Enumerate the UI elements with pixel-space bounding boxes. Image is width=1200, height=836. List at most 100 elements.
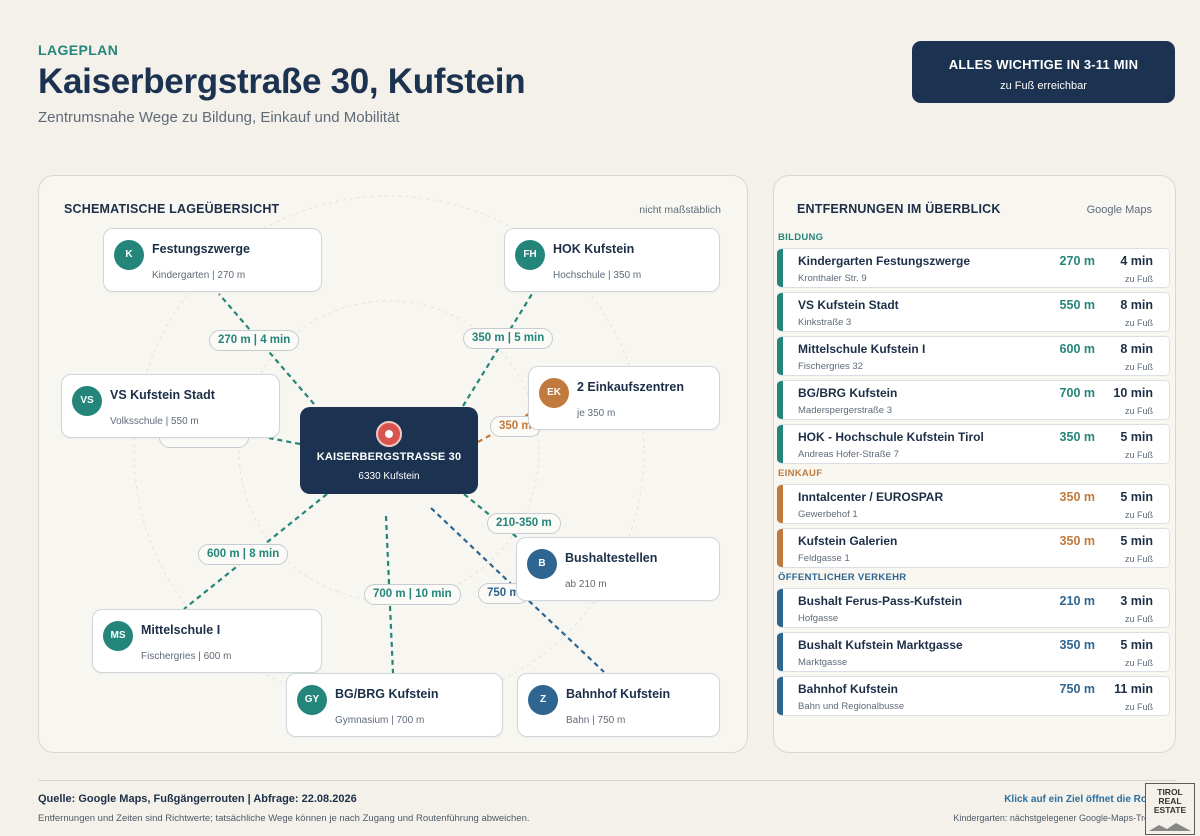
destination-distance: 350 m xyxy=(1059,534,1095,548)
footer-source: Quelle: Google Maps, Fußgängerrouten | A… xyxy=(38,793,357,805)
page-title: Kaiserbergstraße 30, Kufstein xyxy=(38,62,526,101)
category-label-verkehr: ÖFFENTLICHER VERKEHR xyxy=(778,572,907,583)
table-source: Google Maps xyxy=(1086,204,1152,216)
mittelschule-badge-icon: MS xyxy=(103,621,133,651)
banner-subtitle: zu Fuß erreichbar xyxy=(1000,80,1087,92)
destination-node-hochschule[interactable]: FH HOK Kufstein Hochschule | 350 m xyxy=(504,228,720,292)
node-subtitle: Hochschule | 350 m xyxy=(553,270,642,281)
destination-distance: 270 m xyxy=(1059,254,1095,268)
distance-row[interactable]: Mittelschule Kufstein I Fischergries 32 60… xyxy=(777,336,1170,376)
banner-title: ALLES WICHTIGE IN 3-11 MIN xyxy=(948,57,1139,72)
map-heading: SCHEMATISCHE LAGEÜBERSICHT xyxy=(64,202,280,216)
category-color-bar xyxy=(777,485,783,523)
destination-node-bushaltestellen[interactable]: B Bushaltestellen ab 210 m xyxy=(516,537,720,601)
category-color-bar xyxy=(777,249,783,287)
destination-distance: 750 m xyxy=(1059,682,1095,696)
route-label-fh: 350 m | 5 min xyxy=(463,328,554,349)
destination-node-bahnhof[interactable]: Z Bahnhof Kufstein Bahn | 750 m xyxy=(517,673,720,737)
category-color-bar xyxy=(777,677,783,715)
destination-address: Bahn und Regionalbusse xyxy=(798,701,905,712)
category-color-bar xyxy=(777,529,783,567)
walking-time: 8 min xyxy=(1120,298,1153,312)
destination-node-volksschule[interactable]: VS VS Kufstein Stadt Volksschule | 550 m xyxy=(61,374,280,438)
travel-mode: zu Fuß xyxy=(1124,702,1153,712)
page-subtitle: Zentrumsnahe Wege zu Bildung, Einkauf un… xyxy=(38,109,400,126)
table-heading: ENTFERNUNGEN IM ÜBERBLICK xyxy=(797,202,1001,216)
category-color-bar xyxy=(777,293,783,331)
destination-name: Bushalt Ferus-Pass-Kufstein xyxy=(798,594,963,608)
travel-mode: zu Fuß xyxy=(1124,450,1153,460)
schematic-map-panel: SCHEMATISCHE LAGEÜBERSICHT nicht maßstäb… xyxy=(38,175,748,753)
destination-name: Mittelschule Kufstein I xyxy=(798,342,926,356)
destination-distance: 210 m xyxy=(1059,594,1095,608)
node-subtitle: Volksschule | 550 m xyxy=(110,416,199,427)
node-name: 2 Einkaufszentren xyxy=(577,380,684,394)
destination-distance: 350 m xyxy=(1059,638,1095,652)
destination-node-einkaufszentren[interactable]: EK 2 Einkaufszentren je 350 m xyxy=(528,366,720,430)
hochschule-badge-icon: FH xyxy=(515,240,545,270)
walking-time: 11 min xyxy=(1114,682,1153,696)
walking-time-banner: ALLES WICHTIGE IN 3-11 MIN zu Fuß erreic… xyxy=(912,41,1175,103)
travel-mode: zu Fuß xyxy=(1124,554,1153,564)
category-color-bar xyxy=(777,337,783,375)
destination-name: Bushalt Kufstein Marktgasse xyxy=(798,638,963,652)
distance-overview-panel: ENTFERNUNGEN IM ÜBERBLICK Google Maps BI… xyxy=(773,175,1176,753)
walking-time: 3 min xyxy=(1120,594,1153,608)
destination-node-mittelschule[interactable]: MS Mittelschule I Fischergries | 600 m xyxy=(92,609,322,673)
walking-time: 5 min xyxy=(1120,430,1153,444)
walking-time: 5 min xyxy=(1120,490,1153,504)
property-postcode: 6330 Kufstein xyxy=(358,471,420,482)
footer-divider xyxy=(38,780,1176,781)
walking-time: 5 min xyxy=(1120,534,1153,548)
kindergarten-badge-icon: K xyxy=(114,240,144,270)
route-label-gy: 700 m | 10 min xyxy=(364,584,461,605)
train-badge-icon: Z xyxy=(528,685,558,715)
company-logo: TIROL REAL ESTATE xyxy=(1145,783,1195,835)
category-color-bar xyxy=(777,589,783,627)
page-kicker: LAGEPLAN xyxy=(38,42,119,58)
map-scale-note: nicht maßstäblich xyxy=(639,204,721,216)
destination-address: Fischergries 32 xyxy=(798,361,863,372)
route-line-gy xyxy=(384,515,395,674)
category-color-bar xyxy=(777,633,783,671)
travel-mode: zu Fuß xyxy=(1124,614,1153,624)
footer-click-hint: Klick auf ein Ziel öffnet die Route xyxy=(1004,794,1162,805)
node-name: BG/BRG Kufstein xyxy=(335,687,439,701)
footer-kindergarten-note: Kindergarten: nächstgelegener Google-Map… xyxy=(953,813,1162,823)
travel-mode: zu Fuß xyxy=(1124,510,1153,520)
gymnasium-badge-icon: GY xyxy=(297,685,327,715)
destination-name: Bahnhof Kufstein xyxy=(798,682,898,696)
destination-node-kindergarten[interactable]: K Festungszwerge Kindergarten | 270 m xyxy=(103,228,322,292)
destination-address: Feldgasse 1 xyxy=(798,553,850,564)
bus-badge-icon: B xyxy=(527,549,557,579)
destination-distance: 600 m xyxy=(1059,342,1095,356)
node-subtitle: Kindergarten | 270 m xyxy=(152,270,246,281)
travel-mode: zu Fuß xyxy=(1124,658,1153,668)
destination-node-gymnasium[interactable]: GY BG/BRG Kufstein Gymnasium | 700 m xyxy=(286,673,503,737)
destination-address: Gewerbehof 1 xyxy=(798,509,858,520)
destination-address: Kronthaler Str. 9 xyxy=(798,273,867,284)
footer-disclaimer: Entfernungen und Zeiten sind Richtwerte;… xyxy=(38,813,530,824)
destination-name: VS Kufstein Stadt xyxy=(798,298,899,312)
node-subtitle: ab 210 m xyxy=(565,579,607,590)
node-name: Festungszwerge xyxy=(152,242,250,256)
route-label-ek: 350 m xyxy=(490,416,541,437)
travel-mode: zu Fuß xyxy=(1124,318,1153,328)
mountain-icon xyxy=(1149,823,1191,831)
destination-distance: 350 m xyxy=(1059,490,1095,504)
route-label-b: 210-350 m xyxy=(487,513,561,534)
route-label-ms: 600 m | 8 min xyxy=(198,544,289,565)
property-title: KAISERBERGSTRASSE 30 xyxy=(316,451,462,463)
destination-address: Hofgasse xyxy=(798,613,839,624)
destination-name: BG/BRG Kufstein xyxy=(798,386,898,400)
destination-name: HOK - Hochschule Kufstein Tirol xyxy=(798,430,984,444)
